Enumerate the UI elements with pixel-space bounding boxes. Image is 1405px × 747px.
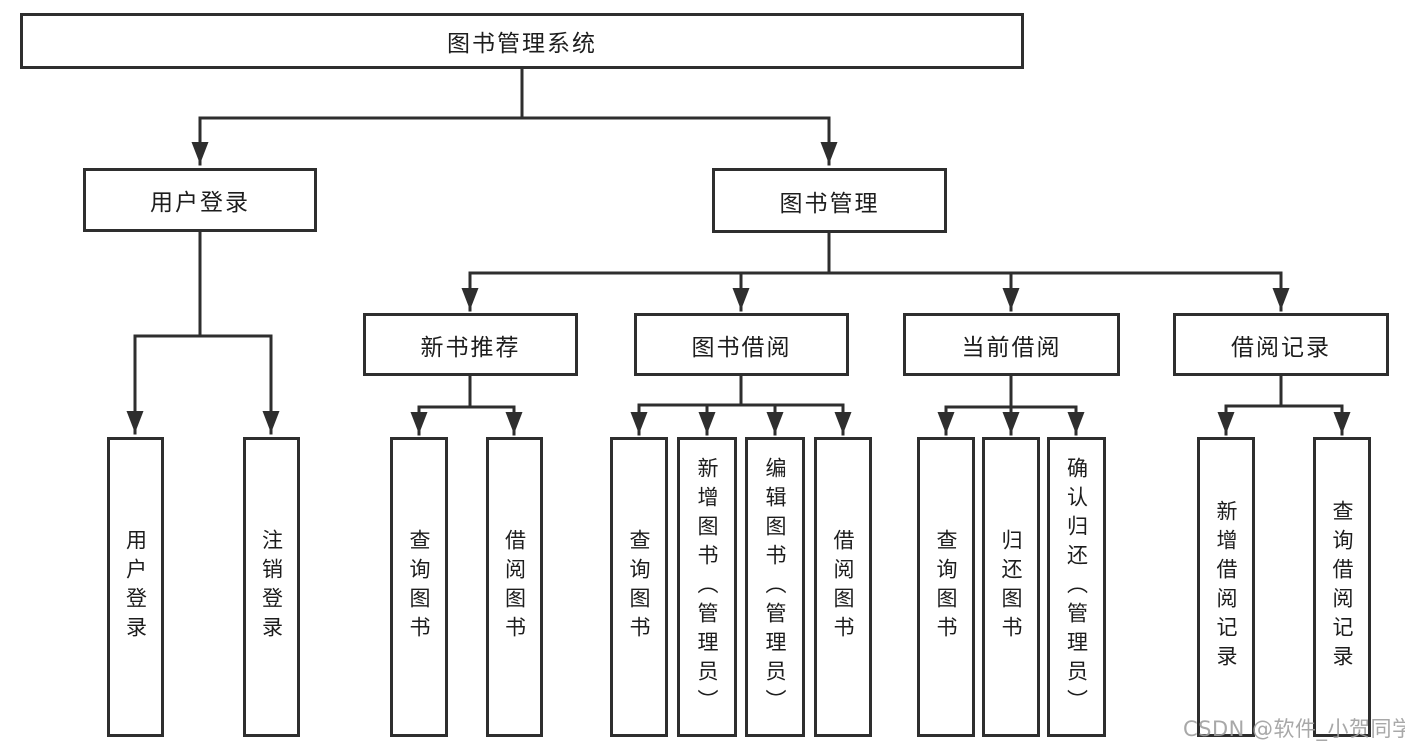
leaf-bb-query-books: 查询图书 xyxy=(610,437,668,737)
leaf-cb-confirm-return-admin: 确认归还（管理员） xyxy=(1047,437,1106,737)
leaf-logout-login-label: 注销登录 xyxy=(259,529,284,645)
watermark: CSDN @软件_小贺同学 xyxy=(1183,717,1405,741)
leaf-br-query-record-label: 查询借阅记录 xyxy=(1330,500,1355,674)
node-root-system: 图书管理系统 xyxy=(20,13,1024,69)
leaf-cb-confirm-return-admin-label: 确认归还（管理员） xyxy=(1064,456,1089,718)
leaf-logout-login: 注销登录 xyxy=(243,437,300,737)
leaf-cb-query-books: 查询图书 xyxy=(917,437,975,737)
node-new-book-recommend: 新书推荐 xyxy=(363,313,578,376)
node-book-management: 图书管理 xyxy=(712,168,947,233)
leaf-nb-borrow-books: 借阅图书 xyxy=(486,437,543,737)
leaf-bb-add-books-admin-label: 新增图书（管理员） xyxy=(695,456,720,718)
leaf-br-add-record-label: 新增借阅记录 xyxy=(1214,500,1239,674)
leaf-br-add-record: 新增借阅记录 xyxy=(1197,437,1255,737)
leaf-nb-borrow-books-label: 借阅图书 xyxy=(502,529,527,645)
leaf-cb-query-books-label: 查询图书 xyxy=(934,529,959,645)
leaf-user-login: 用户登录 xyxy=(107,437,164,737)
leaf-user-login-label: 用户登录 xyxy=(123,529,148,645)
leaf-nb-query-books-label: 查询图书 xyxy=(407,529,432,645)
leaf-bb-edit-books-admin-label: 编辑图书（管理员） xyxy=(763,456,788,718)
leaf-bb-edit-books-admin: 编辑图书（管理员） xyxy=(745,437,805,737)
leaf-nb-query-books: 查询图书 xyxy=(390,437,448,737)
leaf-br-query-record: 查询借阅记录 xyxy=(1313,437,1371,737)
node-book-borrowing: 图书借阅 xyxy=(634,313,849,376)
node-current-borrowing: 当前借阅 xyxy=(903,313,1120,376)
leaf-bb-query-books-label: 查询图书 xyxy=(627,529,652,645)
leaf-cb-return-books: 归还图书 xyxy=(982,437,1040,737)
leaf-bb-add-books-admin: 新增图书（管理员） xyxy=(677,437,737,737)
node-user-login: 用户登录 xyxy=(83,168,317,232)
leaf-bb-borrow-books: 借阅图书 xyxy=(814,437,872,737)
leaf-bb-borrow-books-label: 借阅图书 xyxy=(831,529,856,645)
leaf-cb-return-books-label: 归还图书 xyxy=(999,529,1024,645)
node-borrowing-records: 借阅记录 xyxy=(1173,313,1389,376)
